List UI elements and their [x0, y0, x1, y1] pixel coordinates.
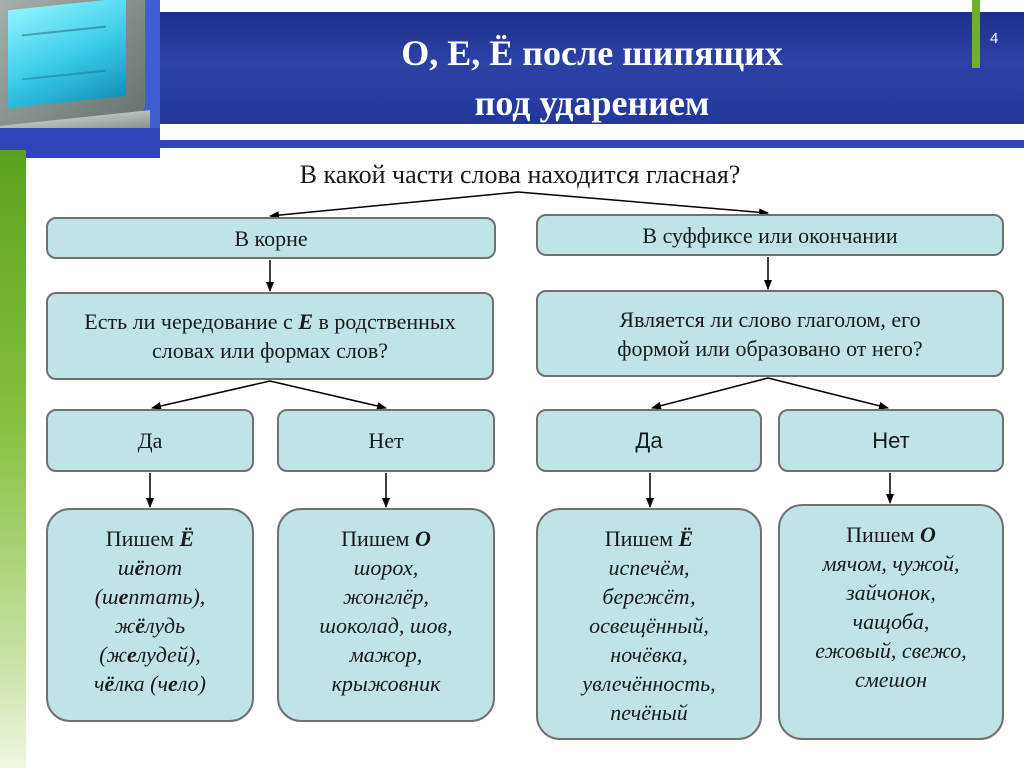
main-question: В какой части слова находится гласная?	[299, 160, 741, 189]
example-line: зайчонок,	[846, 580, 936, 605]
left-question-text: Есть ли чередование с Е в родственных сл…	[48, 307, 492, 365]
example-line: ежовый, свежо,	[815, 638, 967, 663]
left-no-answer-head: Пишем О	[341, 526, 431, 551]
example-line: ночёвка,	[610, 642, 688, 667]
branch-root-label: В корне	[234, 225, 308, 251]
branch-root-box: В корне	[46, 217, 496, 259]
decor-green-line	[972, 0, 980, 68]
right-yes-box: Да	[536, 409, 762, 472]
right-yes-answer-head: Пишем Ё	[604, 526, 694, 551]
example-line: шёпот	[117, 555, 183, 580]
example-line: крыжовник	[331, 671, 441, 696]
branch-suffix-label: В суффиксе или окончании	[642, 222, 898, 248]
right-yes-answer-box: Пишем Ё испечём, бережёт, освещённый, но…	[536, 508, 762, 740]
example-line: (шептать),	[94, 584, 206, 609]
slide-title-line1: О, Е, Ё после шипящих	[401, 33, 783, 73]
branch-suffix-box: В суффиксе или окончании	[536, 214, 1004, 256]
left-yes-label: Да	[137, 428, 163, 453]
right-no-label: Нет	[872, 428, 910, 453]
arrow-rq-to-yes	[651, 377, 769, 410]
decor-blue-line	[0, 140, 1024, 148]
right-no-box: Нет	[778, 409, 1004, 472]
example-line: испечём,	[608, 555, 690, 580]
title-band	[160, 12, 1024, 128]
arrow-question-to-root	[269, 191, 519, 220]
example-line: смешон	[854, 667, 928, 692]
left-question-post: в родственных словах или формах слов?	[152, 309, 456, 363]
example-line: мячом, чужой,	[822, 551, 960, 576]
example-line: жонглёр,	[343, 584, 429, 609]
arrow-lq-to-no	[269, 380, 387, 410]
left-question-pre: Есть ли чередование с	[84, 309, 299, 334]
left-yes-answer-head: Пишем Ё	[105, 526, 195, 551]
arrow-rq-to-no	[767, 377, 889, 410]
example-line: бережёт,	[602, 584, 696, 609]
example-line: шорох,	[353, 555, 419, 580]
example-line: чащоба,	[852, 609, 930, 634]
right-no-answer-head: Пишем О	[846, 522, 936, 547]
example-line: печёный	[610, 700, 688, 725]
arrow-question-to-suffix	[517, 191, 769, 217]
left-yes-box: Да	[46, 409, 254, 472]
example-line: мажор,	[349, 642, 423, 667]
left-yes-answer-box: Пишем Ё шёпот (шептать), жёлудь (желудей…	[46, 508, 254, 722]
right-yes-label: Да	[635, 428, 663, 453]
example-line: чёлка (чело)	[94, 671, 206, 696]
example-line: увлечённость,	[582, 671, 716, 696]
right-no-answer-box: Пишем О мячом, чужой, зайчонок, чащоба, …	[778, 504, 1004, 740]
slide-title: О, Е, Ё после шипящих под ударением	[160, 28, 1024, 128]
slide-title-line2: под ударением	[474, 83, 710, 123]
left-no-label: Нет	[368, 428, 404, 453]
arrow-lq-to-yes	[151, 380, 271, 410]
decor-green-stripe	[0, 150, 26, 768]
right-question-box: Является ли слово глаголом, его формой и…	[536, 290, 1004, 377]
left-question-letter: Е	[298, 309, 314, 334]
left-no-answer-box: Пишем О шорох, жонглёр, шоколад, шов, ма…	[277, 508, 495, 722]
example-line: (желудей),	[99, 642, 201, 667]
page-number: 4	[990, 30, 999, 47]
left-question-box: Есть ли чередование с Е в родственных сл…	[46, 292, 494, 380]
left-no-box: Нет	[277, 409, 495, 472]
example-line: жёлудь	[114, 613, 186, 638]
example-line: шоколад, шов,	[319, 613, 453, 638]
right-question-text: Является ли слово глаголом, его формой и…	[617, 306, 923, 361]
example-line: освещённый,	[589, 613, 709, 638]
